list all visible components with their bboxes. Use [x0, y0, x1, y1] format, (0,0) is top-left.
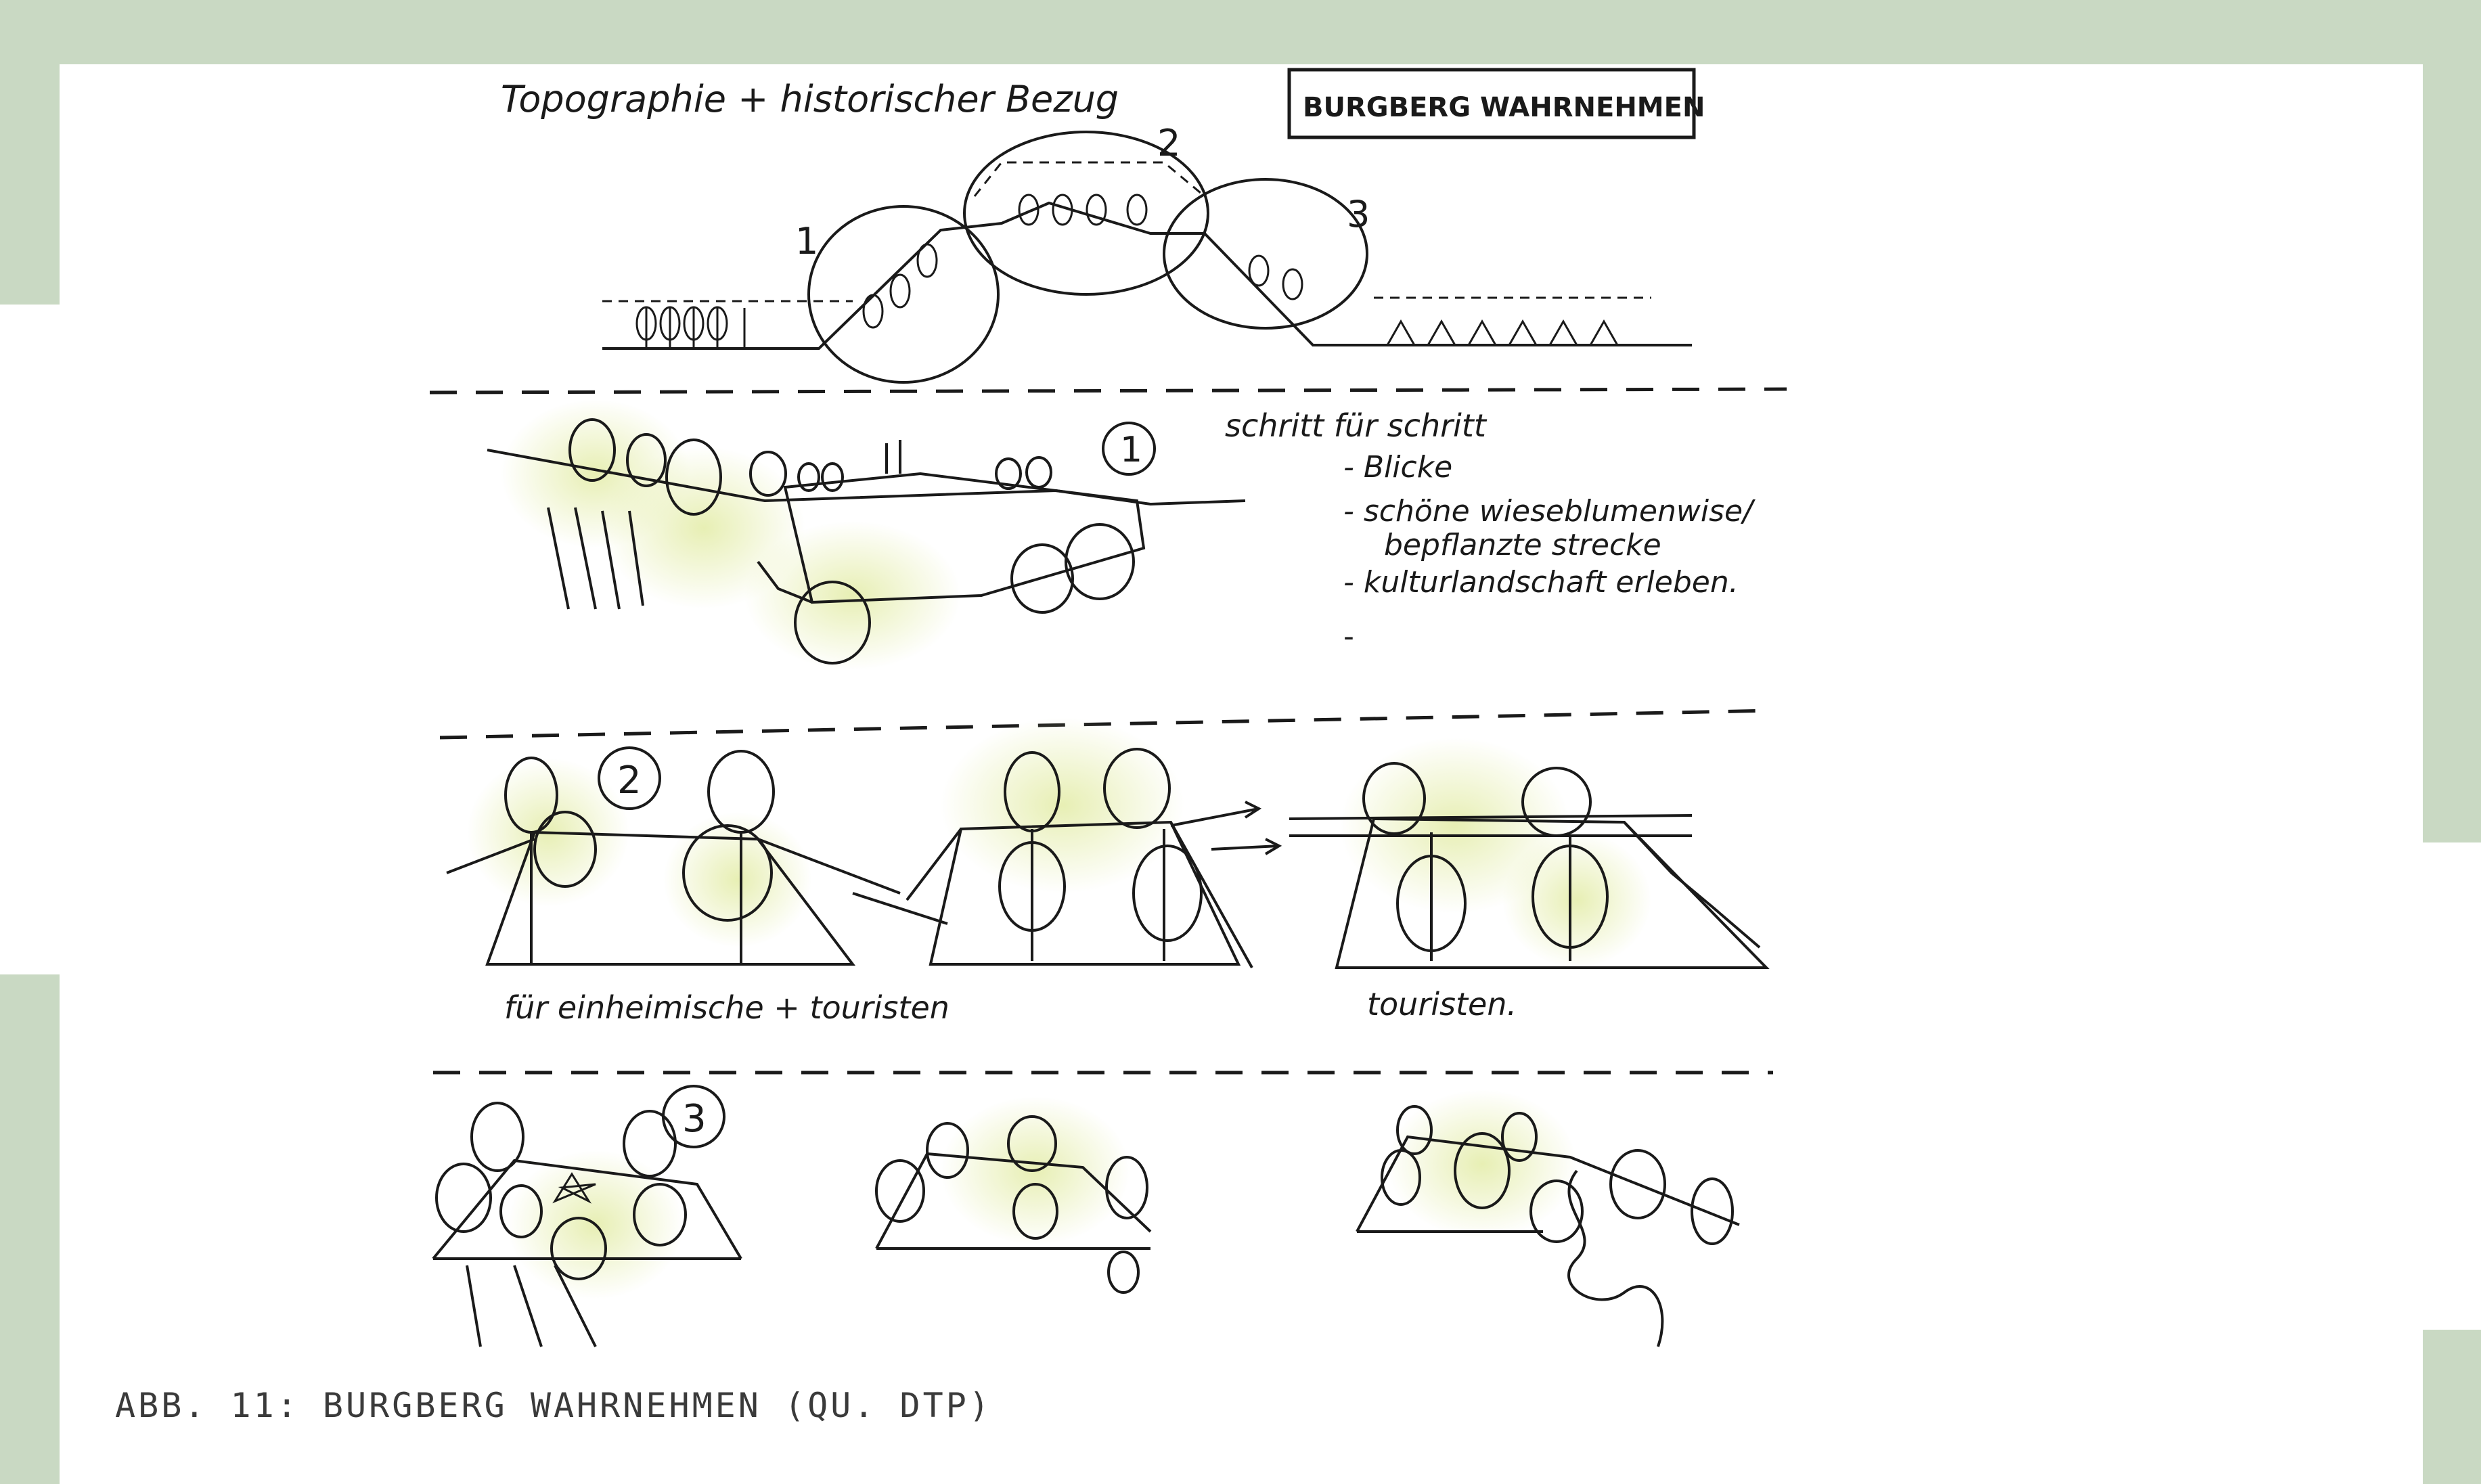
- heading-left: Topographie + historischer Bezug: [501, 78, 1119, 120]
- hill-number-3: 3: [1347, 193, 1370, 235]
- heading-box-text: BURGBERG WAHRNEHMEN: [1303, 92, 1705, 123]
- section-2-number: 2: [617, 759, 642, 803]
- figure-caption: ABB. 11: BURGBERG WAHRNEHMEN (QU. DTP): [115, 1386, 992, 1425]
- section-3-number: 3: [682, 1097, 707, 1141]
- section-1-title: schritt für schritt: [1225, 407, 1488, 444]
- section-2-label-right: touristen.: [1367, 986, 1517, 1022]
- section-1-bullet-4: - kulturlandschaft erleben.: [1343, 565, 1739, 600]
- section-1-bullet-3: bepflanzte strecke: [1384, 528, 1661, 562]
- section-2-label-left: für einheimische + touristen: [504, 989, 949, 1026]
- section-1-bullet-5: -: [1343, 619, 1354, 654]
- hill-number-2: 2: [1157, 122, 1180, 164]
- section-1-number: 1: [1120, 430, 1142, 470]
- hill-number-1: 1: [795, 220, 818, 263]
- section-1-bullet-2: - schöne wieseblumenwise/: [1343, 494, 1756, 529]
- section-2-highlights: [467, 717, 1651, 968]
- section-1-bullet-1: - Blicke: [1343, 450, 1452, 485]
- topography-sketch: [602, 132, 1692, 382]
